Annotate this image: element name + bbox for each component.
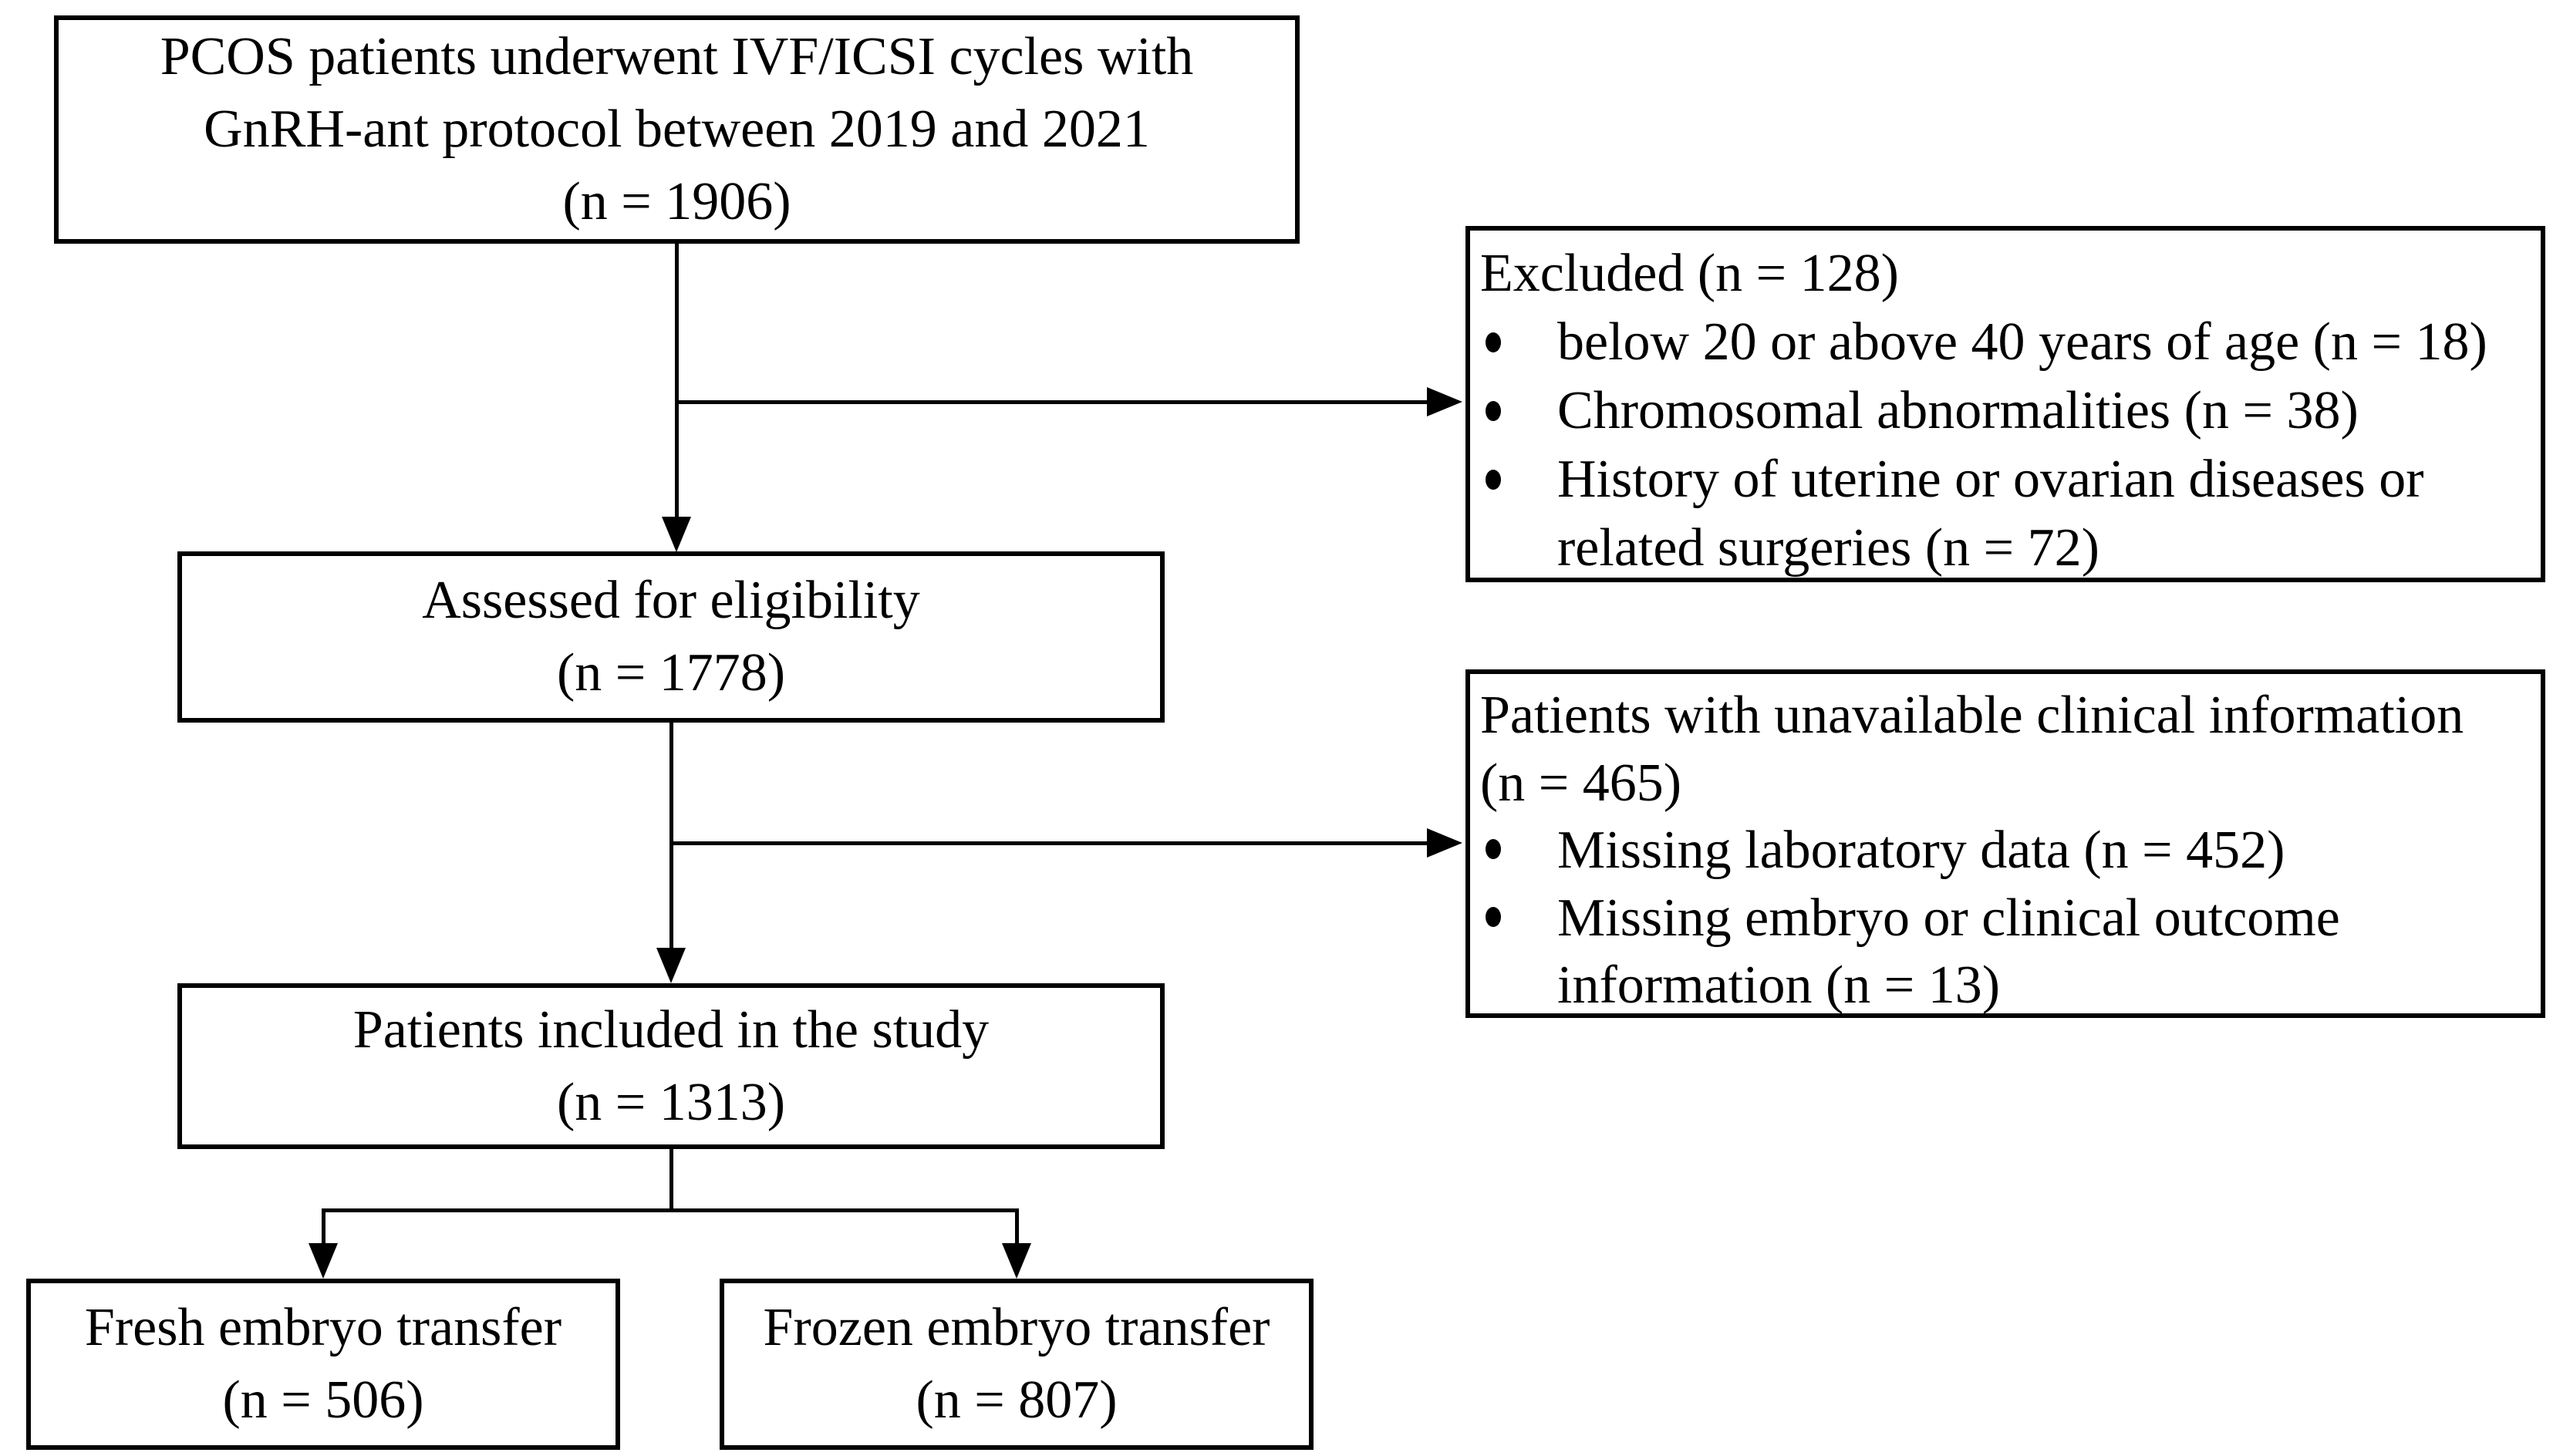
frozen-count: (n = 807) bbox=[916, 1370, 1118, 1430]
unavailable-title-line-2: (n = 465) bbox=[1480, 753, 1682, 813]
enrollment-count: (n = 1906) bbox=[562, 171, 791, 231]
assessed-box: Assessed for eligibility (n = 1778) bbox=[177, 551, 1165, 723]
unavailable-info-box: Patients with unavailable clinical infor… bbox=[1465, 669, 2545, 1018]
arrowhead-down-icon bbox=[1002, 1243, 1031, 1279]
frozen-transfer-box: Frozen embryo transfer (n = 807) bbox=[720, 1279, 1314, 1450]
excluded-bullet-list: below 20 or above 40 years of age (n = 1… bbox=[1475, 308, 2525, 583]
connector-branch-horizontal bbox=[322, 1208, 1019, 1212]
unavailable-bullet-list: Missing laboratory data (n = 452) Missin… bbox=[1475, 817, 2525, 1020]
connector-included-stem bbox=[669, 1148, 673, 1212]
enrollment-box: PCOS patients underwent IVF/ICSI cycles … bbox=[54, 15, 1300, 244]
arrowhead-down-icon bbox=[662, 517, 691, 552]
connector-enrollment-to-assessed bbox=[675, 242, 679, 521]
connector-branch-to-frozen bbox=[1015, 1211, 1019, 1245]
connector-to-excluded bbox=[675, 400, 1428, 404]
unavailable-bullet-embryo: Missing embryo or clinical outcome infor… bbox=[1475, 885, 2525, 1020]
arrowhead-right-icon bbox=[1427, 387, 1462, 416]
excluded-title: Excluded (n = 128) bbox=[1480, 244, 1899, 303]
unavailable-bullet-laboratory: Missing laboratory data (n = 452) bbox=[1475, 817, 2525, 885]
arrowhead-right-icon bbox=[1427, 828, 1462, 858]
included-count: (n = 1313) bbox=[556, 1072, 786, 1132]
arrowhead-down-icon bbox=[656, 948, 686, 983]
connector-assessed-to-included bbox=[669, 722, 673, 949]
assessed-line-1: Assessed for eligibility bbox=[422, 571, 920, 631]
included-line-1: Patients included in the study bbox=[352, 999, 990, 1060]
excluded-bullet-age: below 20 or above 40 years of age (n = 1… bbox=[1475, 308, 2525, 377]
connector-branch-to-fresh bbox=[322, 1211, 325, 1245]
enrollment-line-2: GnRH-ant protocol between 2019 and 2021 bbox=[204, 99, 1150, 160]
excluded-box: Excluded (n = 128) below 20 or above 40 … bbox=[1465, 226, 2545, 582]
fresh-count: (n = 506) bbox=[222, 1370, 424, 1430]
frozen-line-1: Frozen embryo transfer bbox=[763, 1298, 1270, 1358]
enrollment-line-1: PCOS patients underwent IVF/ICSI cycles … bbox=[160, 27, 1194, 87]
fresh-line-1: Fresh embryo transfer bbox=[84, 1298, 562, 1358]
excluded-bullet-chromosomal: Chromosomal abnormalities (n = 38) bbox=[1475, 377, 2525, 446]
arrowhead-down-icon bbox=[309, 1243, 338, 1279]
connector-to-unavailable bbox=[669, 841, 1428, 845]
unavailable-title-line-1: Patients with unavailable clinical infor… bbox=[1480, 686, 2464, 745]
included-box: Patients included in the study (n = 1313… bbox=[177, 983, 1165, 1149]
assessed-count: (n = 1778) bbox=[556, 643, 786, 703]
excluded-bullet-history: History of uterine or ovarian diseases o… bbox=[1475, 446, 2525, 583]
fresh-transfer-box: Fresh embryo transfer (n = 506) bbox=[26, 1279, 620, 1450]
